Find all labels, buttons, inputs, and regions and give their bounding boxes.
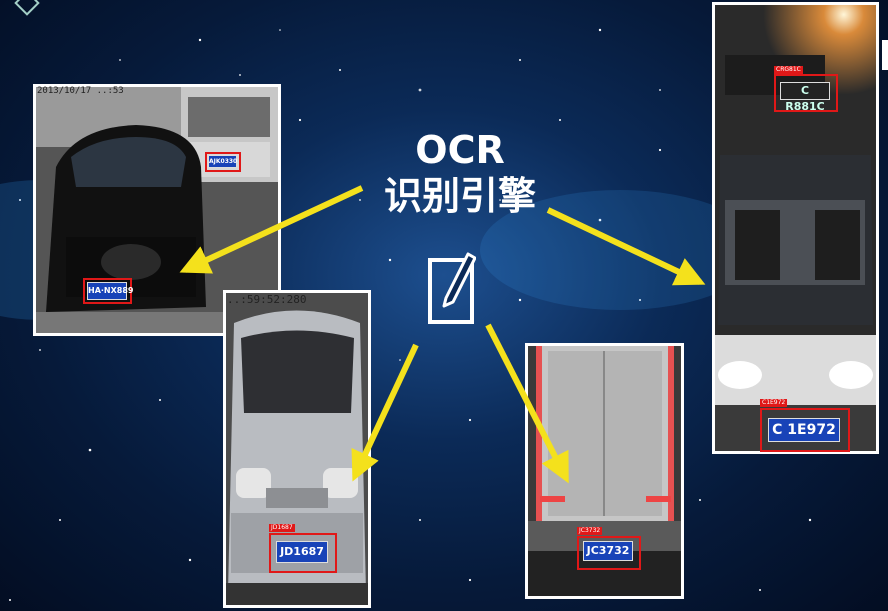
photo-silver-van: ..:59:52:280 JD1687 JD1687 [223, 290, 371, 608]
photo-timestamp: ..:59:52:280 [227, 293, 307, 306]
photo-timestamp: 2013/10/17 ..:53 [37, 86, 124, 96]
center-title: OCR 识别引擎 [370, 128, 550, 220]
plate-detection-box [205, 152, 241, 172]
license-plate: JC3732 [583, 541, 633, 561]
plate-tag-label: JC3732 [577, 527, 603, 535]
plate-detection-box [760, 408, 850, 452]
plate-detection-box [83, 278, 132, 304]
plate-tag-label: CRG81C [774, 66, 803, 74]
plate-tag-label: C1E972 [760, 399, 788, 407]
photo-truck-rear: JC3732 JC3732 [525, 343, 684, 599]
logo-text-fragment [62, 0, 152, 6]
license-plate: C R881C [780, 82, 830, 113]
slide-title-fragment [330, 0, 560, 8]
plate-detection-box [269, 533, 337, 573]
plate-detection-box [577, 536, 641, 570]
photo-night-car: CRG81C C R881C C1E972 C 1E972 [712, 2, 879, 454]
license-plate: AJK0330 [208, 155, 237, 168]
license-plate: JD1687 [276, 541, 328, 563]
photo-black-sedan: 2013/10/17 ..:53 HA·NX889 AJK0330 [33, 84, 281, 336]
edit-pencil-icon [428, 252, 476, 324]
ocr-title: OCR [415, 128, 505, 172]
plate-detection-box [774, 74, 838, 112]
license-plate: C 1E972 [768, 418, 840, 442]
plate-tag-label: JD1687 [269, 524, 295, 532]
license-plate: HA·NX889 [87, 282, 134, 300]
recognition-engine-title: 识别引擎 [383, 174, 536, 218]
edge-marker [882, 40, 888, 70]
